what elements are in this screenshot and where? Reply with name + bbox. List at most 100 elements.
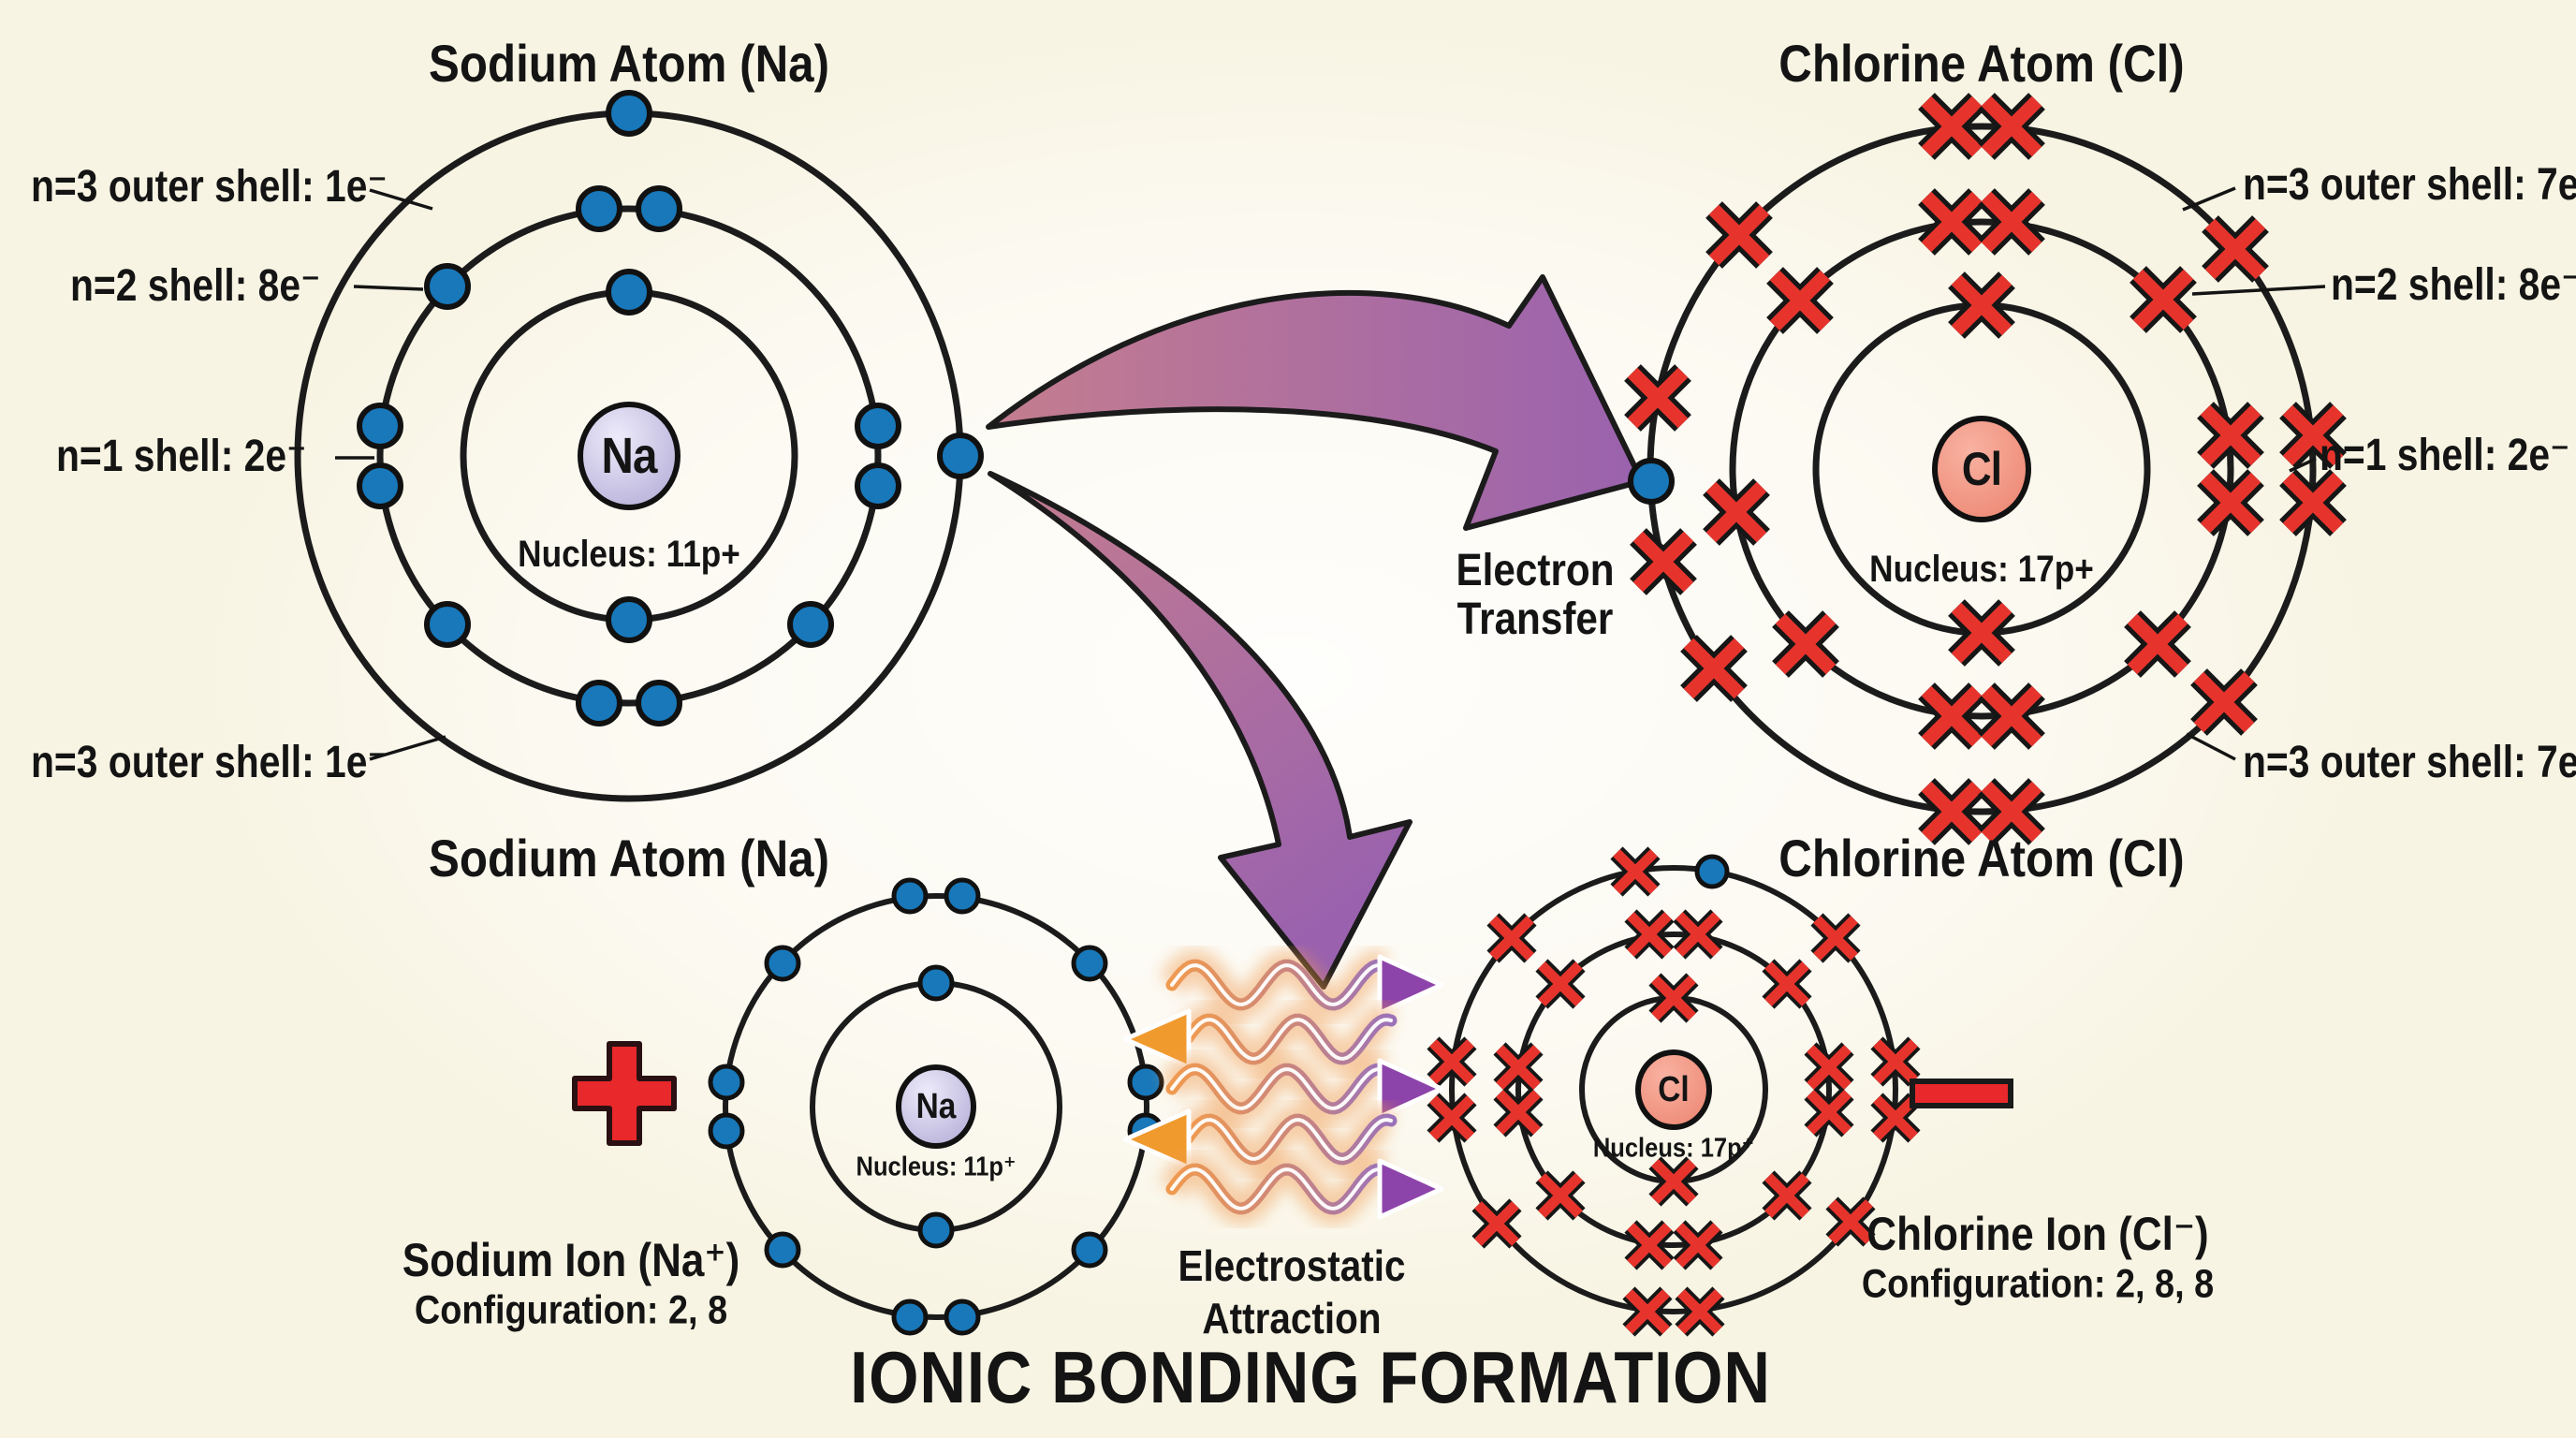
electron-x	[1705, 481, 1767, 543]
electron-dot	[357, 403, 403, 449]
electron-dot	[764, 945, 801, 982]
sodium-nucleus-label: Nucleus: 11p+	[518, 534, 740, 575]
sodium-atom-title: Sodium Atom (Na)	[429, 34, 829, 93]
electron-x	[1496, 1045, 1541, 1090]
electrostatic-wave-arrow-left	[1122, 1003, 1398, 1076]
chlorine-ion-nucleus-label: Nucleus: 17p⁺	[1592, 1133, 1755, 1164]
electron-x	[1683, 638, 1745, 699]
electron-x	[1828, 1199, 1873, 1244]
electron-x	[1538, 1173, 1583, 1218]
electron-dot	[855, 403, 901, 449]
electron-dot	[944, 877, 981, 915]
electron-x	[1627, 912, 1672, 957]
electron-x	[1651, 1159, 1696, 1204]
electron-dot	[606, 269, 652, 315]
electron-x	[1625, 1289, 1670, 1334]
electron-x	[1496, 1090, 1541, 1135]
wave-highlight	[1185, 1018, 1393, 1061]
electron-dot	[576, 680, 622, 726]
electron-dot	[708, 1064, 745, 1101]
wave-arrowhead-left	[1122, 1108, 1192, 1170]
electrostatic-wave-arrow-left	[1122, 1103, 1398, 1176]
wave-highlight	[1170, 963, 1385, 1006]
label-pointer-line	[2289, 457, 2317, 473]
electron-dot	[1694, 854, 1730, 889]
electron-dot	[576, 185, 622, 232]
wave-highlight	[1170, 1167, 1385, 1211]
label-pointer-line	[353, 285, 424, 291]
label-pointer-line	[2186, 732, 2236, 761]
sodium-shell-label-n3-top: n=3 outer shell: 1e⁻	[31, 162, 388, 212]
electron-x	[1981, 781, 2042, 843]
sodium-ion-config: Configuration: 2, 8	[414, 1287, 728, 1333]
electron-dot	[1628, 458, 1675, 505]
electron-x	[1951, 602, 2012, 664]
electron-x	[1632, 531, 1694, 593]
chlorine-shell-label-n3-bottom: n=3 outer shell: 7e⁻	[2243, 738, 2576, 787]
wave-arrowhead-right	[1377, 1058, 1444, 1120]
electron-x	[1813, 916, 1858, 961]
electron-dot	[708, 1112, 745, 1150]
electron-x	[1981, 191, 2042, 253]
electron-x	[1921, 191, 1983, 253]
sodium-ion-model-nucleus	[896, 1064, 976, 1149]
sodium-ion-title: Sodium Ion (Na⁺)	[402, 1234, 740, 1286]
electron-x	[2282, 472, 2344, 534]
label-pointer-line	[2182, 186, 2236, 212]
electron-transfer-label-line2: Transfer	[1456, 594, 1614, 644]
electrostatic-label-line1: Electrostatic	[1178, 1241, 1406, 1290]
electron-x	[1627, 367, 1689, 429]
electron-x	[2204, 218, 2266, 280]
electron-dot	[1071, 1231, 1108, 1269]
electron-x	[1677, 1289, 1722, 1334]
electron-dot	[944, 1299, 981, 1336]
electron-dot	[424, 263, 471, 310]
electron-dot	[891, 877, 929, 915]
electron-dot	[787, 601, 834, 648]
chlorine-shell-label-n3-top: n=3 outer shell: 7e⁻	[2243, 160, 2576, 210]
sodium-atom-model-nucleus	[578, 402, 681, 510]
electron-dot	[917, 1211, 955, 1249]
electron-x	[1981, 685, 2042, 747]
electron-transfer-label-line1: Electron	[1456, 546, 1615, 595]
sodium-atom-model	[294, 90, 984, 802]
electron-transfer-arrow-right	[986, 274, 1645, 531]
electron-x	[2200, 404, 2261, 466]
label-pointer-line	[369, 735, 446, 761]
electron-x	[1764, 1173, 1809, 1218]
electrostatic-wave-arrow-right	[1159, 1052, 1444, 1125]
electron-dot	[357, 462, 403, 509]
chlorine-ion-nucleus-symbol: Cl	[1658, 1070, 1690, 1109]
chlorine-atom-model	[1624, 93, 2347, 845]
sodium-shell-label-n3-bottom: n=3 outer shell: 1e⁻	[31, 738, 388, 787]
chlorine-shell-label-n2: n=2 shell: 8e⁻	[2331, 260, 2576, 310]
electron-x	[1538, 961, 1583, 1006]
electron-transfer-arrow-down	[988, 471, 1412, 990]
electron-x	[1873, 1039, 1918, 1084]
electron-x	[1651, 976, 1696, 1020]
chlorine-atom-model-nucleus	[1932, 416, 2031, 522]
electron-dot	[636, 680, 682, 726]
electron-x	[2200, 472, 2261, 534]
chlorine-nucleus-label: Nucleus: 17p+	[1869, 549, 2094, 590]
sodium-ion-model	[708, 877, 1164, 1336]
chlorine-atom-bottom-label: Chlorine Atom (Cl)	[1778, 829, 2185, 888]
electron-dot	[636, 185, 682, 232]
sodium-shell-label-n1: n=1 shell: 2e⁻	[56, 432, 307, 481]
electron-x	[1775, 613, 1837, 675]
electron-x	[1807, 1045, 1852, 1090]
main-title: IONIC BONDING FORMATION	[850, 1336, 1771, 1418]
label-pointer-line	[2191, 285, 2326, 296]
electron-x	[1921, 95, 1983, 157]
wave-arrowhead-left	[1122, 1008, 1192, 1070]
electron-x	[1807, 1090, 1852, 1135]
electron-x	[1613, 849, 1658, 894]
electron-x	[1676, 912, 1720, 957]
electron-dot	[937, 433, 984, 479]
wave-arrowhead-right	[1377, 1158, 1444, 1220]
electrostatic-label-line2: Attraction	[1202, 1294, 1382, 1343]
wave-highlight	[1185, 1118, 1393, 1161]
electron-x	[2127, 613, 2188, 675]
electron-x	[1627, 1223, 1672, 1268]
electron-x	[1981, 95, 2042, 157]
